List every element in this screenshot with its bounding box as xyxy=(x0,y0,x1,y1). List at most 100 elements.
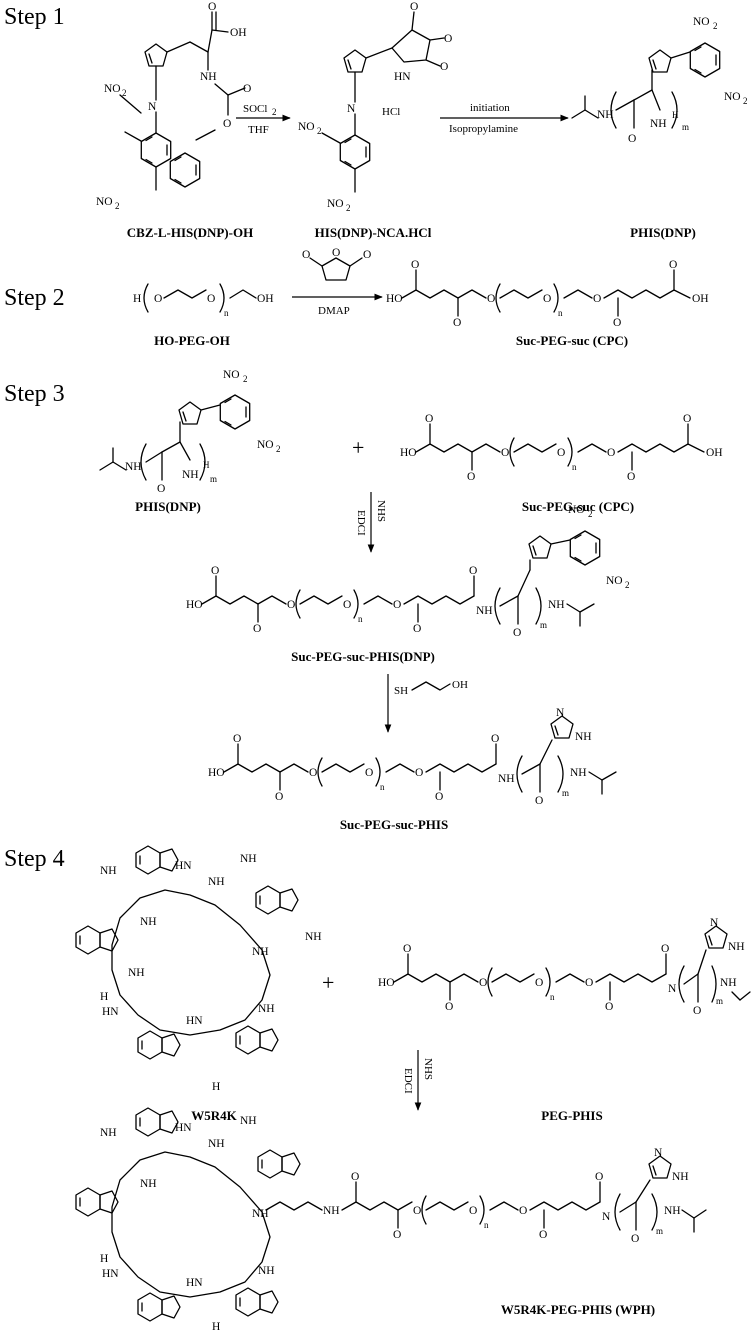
svg-text:O: O xyxy=(411,259,419,271)
svg-text:NH: NH xyxy=(720,977,737,989)
step4-product-structure: NH HN NH H HN H NH NH NH NH HN NH O O O … xyxy=(75,1107,707,1333)
svg-text:m: m xyxy=(682,122,689,132)
svg-text:n: n xyxy=(358,614,363,624)
svg-text:NO: NO xyxy=(568,504,585,516)
svg-text:OH: OH xyxy=(706,447,723,459)
svg-text:NH: NH xyxy=(498,773,515,785)
svg-text:NH: NH xyxy=(258,1265,275,1277)
svg-text:HO: HO xyxy=(186,599,203,611)
svg-text:O: O xyxy=(661,943,669,955)
svg-text:m: m xyxy=(210,474,217,484)
svg-text:2: 2 xyxy=(276,444,281,454)
svg-text:NH: NH xyxy=(200,71,217,83)
step3-reactant-a-name: PHIS(DNP) xyxy=(135,499,201,514)
svg-text:2: 2 xyxy=(115,201,120,211)
svg-text:NH: NH xyxy=(575,731,592,743)
svg-text:H: H xyxy=(212,1081,220,1093)
svg-text:n: n xyxy=(572,462,577,472)
svg-text:NH: NH xyxy=(100,1127,117,1139)
svg-text:O: O xyxy=(628,133,636,145)
svg-text:O: O xyxy=(243,83,251,95)
svg-text:O: O xyxy=(332,247,340,259)
svg-text:O: O xyxy=(425,413,433,425)
step3-intermediate-name: Suc-PEG-suc-PHIS(DNP) xyxy=(291,649,435,664)
svg-text:O: O xyxy=(410,1,418,13)
svg-text:O: O xyxy=(467,471,475,483)
svg-text:O: O xyxy=(445,1001,453,1013)
step3-reagent-edci: EDCI xyxy=(355,510,367,536)
svg-text:HO: HO xyxy=(400,447,417,459)
step3-cpc-structure: HO O O O O n O O O OH xyxy=(400,413,723,483)
svg-text:n: n xyxy=(558,308,563,318)
svg-text:O: O xyxy=(435,791,443,803)
svg-text:SH: SH xyxy=(394,685,408,697)
svg-text:NH: NH xyxy=(252,1208,269,1220)
step4-w5r4k-structure: NH HN NH H HN H NH NH NH NH NH HN NH xyxy=(75,845,322,1093)
svg-text:O: O xyxy=(557,447,565,459)
svg-text:NH: NH xyxy=(252,946,269,958)
svg-text:NO: NO xyxy=(223,369,240,381)
svg-text:H: H xyxy=(212,1321,220,1333)
svg-text:O: O xyxy=(223,118,231,130)
svg-text:m: m xyxy=(562,788,569,798)
step1-product-name: PHIS(DNP) xyxy=(630,225,696,240)
svg-text:2: 2 xyxy=(243,374,248,384)
svg-text:O: O xyxy=(487,293,495,305)
svg-text:HN: HN xyxy=(394,71,411,83)
step2-succinic-anhydride: O O O xyxy=(302,247,371,281)
svg-text:H: H xyxy=(100,1253,108,1265)
svg-text:O: O xyxy=(287,599,295,611)
svg-text:NO: NO xyxy=(298,121,315,133)
svg-text:O: O xyxy=(363,249,371,261)
step3-reagent-nhs: NHS xyxy=(375,500,387,522)
svg-text:H: H xyxy=(100,991,108,1003)
svg-text:N: N xyxy=(654,1147,663,1159)
step2-product-name: Suc-PEG-suc (CPC) xyxy=(516,333,628,348)
step-2-label: Step 2 xyxy=(4,285,65,311)
svg-text:HN: HN xyxy=(186,1277,203,1289)
svg-text:O: O xyxy=(683,413,691,425)
svg-text:NH: NH xyxy=(208,876,225,888)
step1-intermediate-name: HIS(DNP)-NCA.HCl xyxy=(315,225,432,240)
svg-text:OH: OH xyxy=(452,679,468,691)
step2-reactant-structure: H O O n OH xyxy=(133,283,274,318)
svg-text:O: O xyxy=(535,795,543,807)
svg-text:NO: NO xyxy=(693,16,710,28)
svg-text:2: 2 xyxy=(713,21,718,31)
step1-reactant-name: CBZ-L-HIS(DNP)-OH xyxy=(127,225,253,240)
step3-mercaptoethanol: SH OH xyxy=(394,679,468,697)
svg-text:O: O xyxy=(607,447,615,459)
svg-text:NH: NH xyxy=(548,599,565,611)
step2-product-structure: HO O O O O n O O O OH xyxy=(386,259,709,329)
svg-text:O: O xyxy=(469,1205,477,1217)
svg-text:O: O xyxy=(593,293,601,305)
step1-hcl: HCl xyxy=(382,106,400,118)
svg-text:NH: NH xyxy=(208,1138,225,1150)
svg-text:O: O xyxy=(444,33,452,45)
svg-text:O: O xyxy=(393,1229,401,1241)
svg-text:n: n xyxy=(380,782,385,792)
svg-text:NH: NH xyxy=(182,469,199,481)
svg-text:O: O xyxy=(535,977,543,989)
svg-text:OH: OH xyxy=(692,293,709,305)
step-1-label: Step 1 xyxy=(4,4,65,30)
svg-text:O: O xyxy=(393,599,401,611)
svg-text:NO: NO xyxy=(724,91,741,103)
svg-text:O: O xyxy=(613,317,621,329)
step3-plus: + xyxy=(352,435,364,460)
step3-product-name: Suc-PEG-suc-PHIS xyxy=(340,817,448,832)
svg-text:NH: NH xyxy=(728,941,745,953)
svg-text:OH: OH xyxy=(257,293,274,305)
svg-text:O: O xyxy=(275,791,283,803)
svg-text:O: O xyxy=(207,293,215,305)
svg-text:N: N xyxy=(148,101,157,113)
svg-text:NH: NH xyxy=(476,605,493,617)
svg-text:O: O xyxy=(519,1205,527,1217)
svg-text:O: O xyxy=(501,447,509,459)
svg-text:2: 2 xyxy=(346,203,351,213)
svg-text:O: O xyxy=(302,249,310,261)
svg-text:NH: NH xyxy=(258,1003,275,1015)
svg-text:HO: HO xyxy=(208,767,225,779)
